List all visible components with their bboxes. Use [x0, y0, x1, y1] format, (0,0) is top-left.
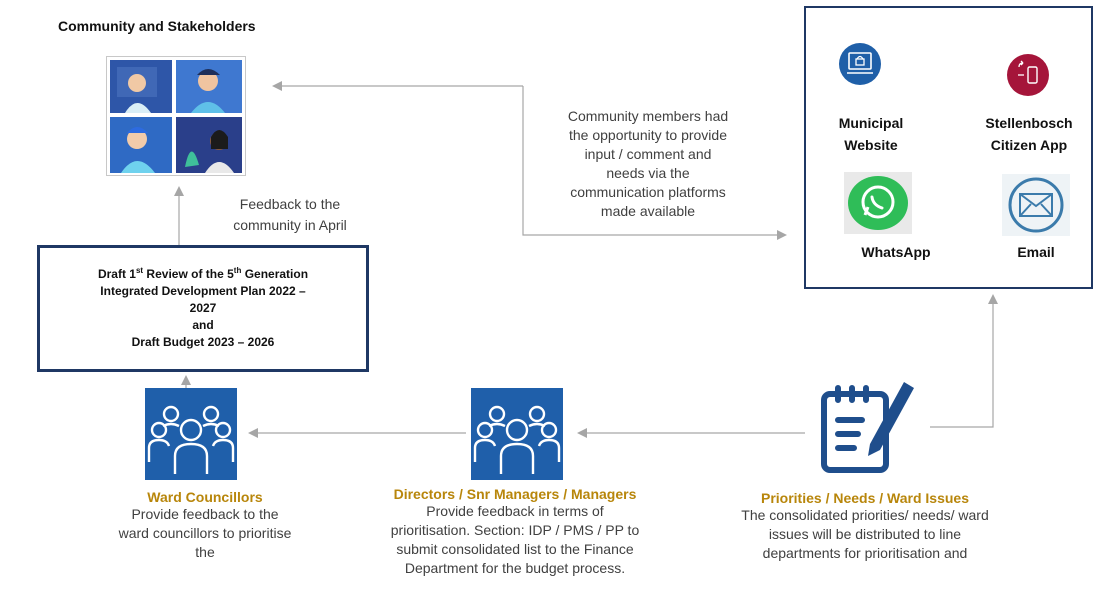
citizen-app-label-line: Citizen App — [990, 137, 1068, 153]
arrow-priorities-to-platforms — [930, 294, 998, 428]
citizen-app-label: Stellenbosch Citizen App — [968, 112, 1090, 156]
website-icon — [838, 42, 882, 91]
arrow-note-to-platforms — [522, 86, 787, 240]
envelope-icon — [1002, 174, 1070, 241]
ward-desc-line: Provide feedback to the — [131, 506, 279, 522]
directors-title: Directors / Snr Managers / Managers — [393, 486, 637, 502]
directors-desc-line: prioritisation. Section: IDP / PMS / PP … — [390, 522, 640, 538]
directors-people-icon — [471, 388, 563, 480]
community-title: Community and Stakeholders — [58, 18, 256, 34]
website-label: Municipal Website — [816, 112, 926, 156]
feedback-note-line: Feedback to the — [239, 196, 341, 212]
priorities-title: Priorities / Needs / Ward Issues — [760, 490, 969, 506]
community-note-line: made available — [600, 203, 696, 219]
ward-councillors-people-icon — [145, 388, 237, 480]
draft-idp-budget-box: Draft 1st Review of the 5th Generation I… — [37, 245, 369, 372]
priorities-desc: The consolidated priorities/ needs/ ward… — [712, 506, 1018, 563]
priorities-desc-line: The consolidated priorities/ needs/ ward — [741, 507, 989, 523]
website-label-line: Website — [844, 137, 898, 153]
community-note-line: needs via the — [606, 165, 690, 181]
feedback-note-line: community in April — [233, 217, 347, 233]
email-label: Email — [1017, 244, 1055, 260]
phone-sync-icon — [1006, 53, 1050, 102]
ward-desc-line: the — [195, 544, 215, 560]
feedback-note: Feedback to the community in April — [190, 194, 390, 236]
community-video-call-image — [106, 56, 246, 176]
directors-section: Directors / Snr Managers / Managers Prov… — [340, 486, 690, 578]
whatsapp-icon — [844, 172, 912, 239]
ward-councillors-section: Ward Councillors Provide feedback to the… — [80, 489, 330, 562]
ward-desc-line: ward councillors to prioritise — [118, 525, 292, 541]
notepad-pen-icon — [812, 374, 918, 483]
draft-line-3: 2027 — [189, 301, 217, 315]
website-label-line: Municipal — [838, 115, 904, 131]
communication-platforms-box: Municipal Website Stellenbosch Citizen A… — [804, 6, 1093, 289]
ward-councillors-title: Ward Councillors — [147, 489, 263, 505]
community-note-line: Community members had — [567, 108, 729, 124]
community-note-line: the opportunity to provide — [569, 127, 727, 143]
community-note-line: communication platforms — [570, 184, 726, 200]
draft-line-4: and — [192, 318, 214, 332]
community-note-line: input / comment and — [584, 146, 712, 162]
priorities-section: Priorities / Needs / Ward Issues The con… — [712, 490, 1018, 563]
draft-line-5: Draft Budget 2023 – 2026 — [131, 335, 275, 349]
community-input-note: Community members had the opportunity to… — [528, 107, 768, 227]
directors-desc-line: submit consolidated list to the Finance — [396, 541, 634, 557]
directors-desc-line: Department for the budget process. — [404, 560, 626, 576]
directors-desc: Provide feedback in terms of prioritisat… — [340, 502, 690, 578]
directors-desc-line: Provide feedback in terms of — [426, 503, 604, 519]
priorities-desc-line: issues will be distributed to line — [768, 526, 962, 542]
ward-councillors-desc: Provide feedback to the ward councillors… — [80, 505, 330, 562]
draft-line-1: Draft 1st Review of the 5th Generation — [97, 266, 309, 282]
citizen-app-label-line: Stellenbosch — [985, 115, 1073, 131]
draft-line-2: Integrated Development Plan 2022 – — [100, 284, 306, 298]
priorities-desc-line: departments for prioritisation and — [762, 545, 968, 561]
whatsapp-label: WhatsApp — [861, 244, 931, 260]
